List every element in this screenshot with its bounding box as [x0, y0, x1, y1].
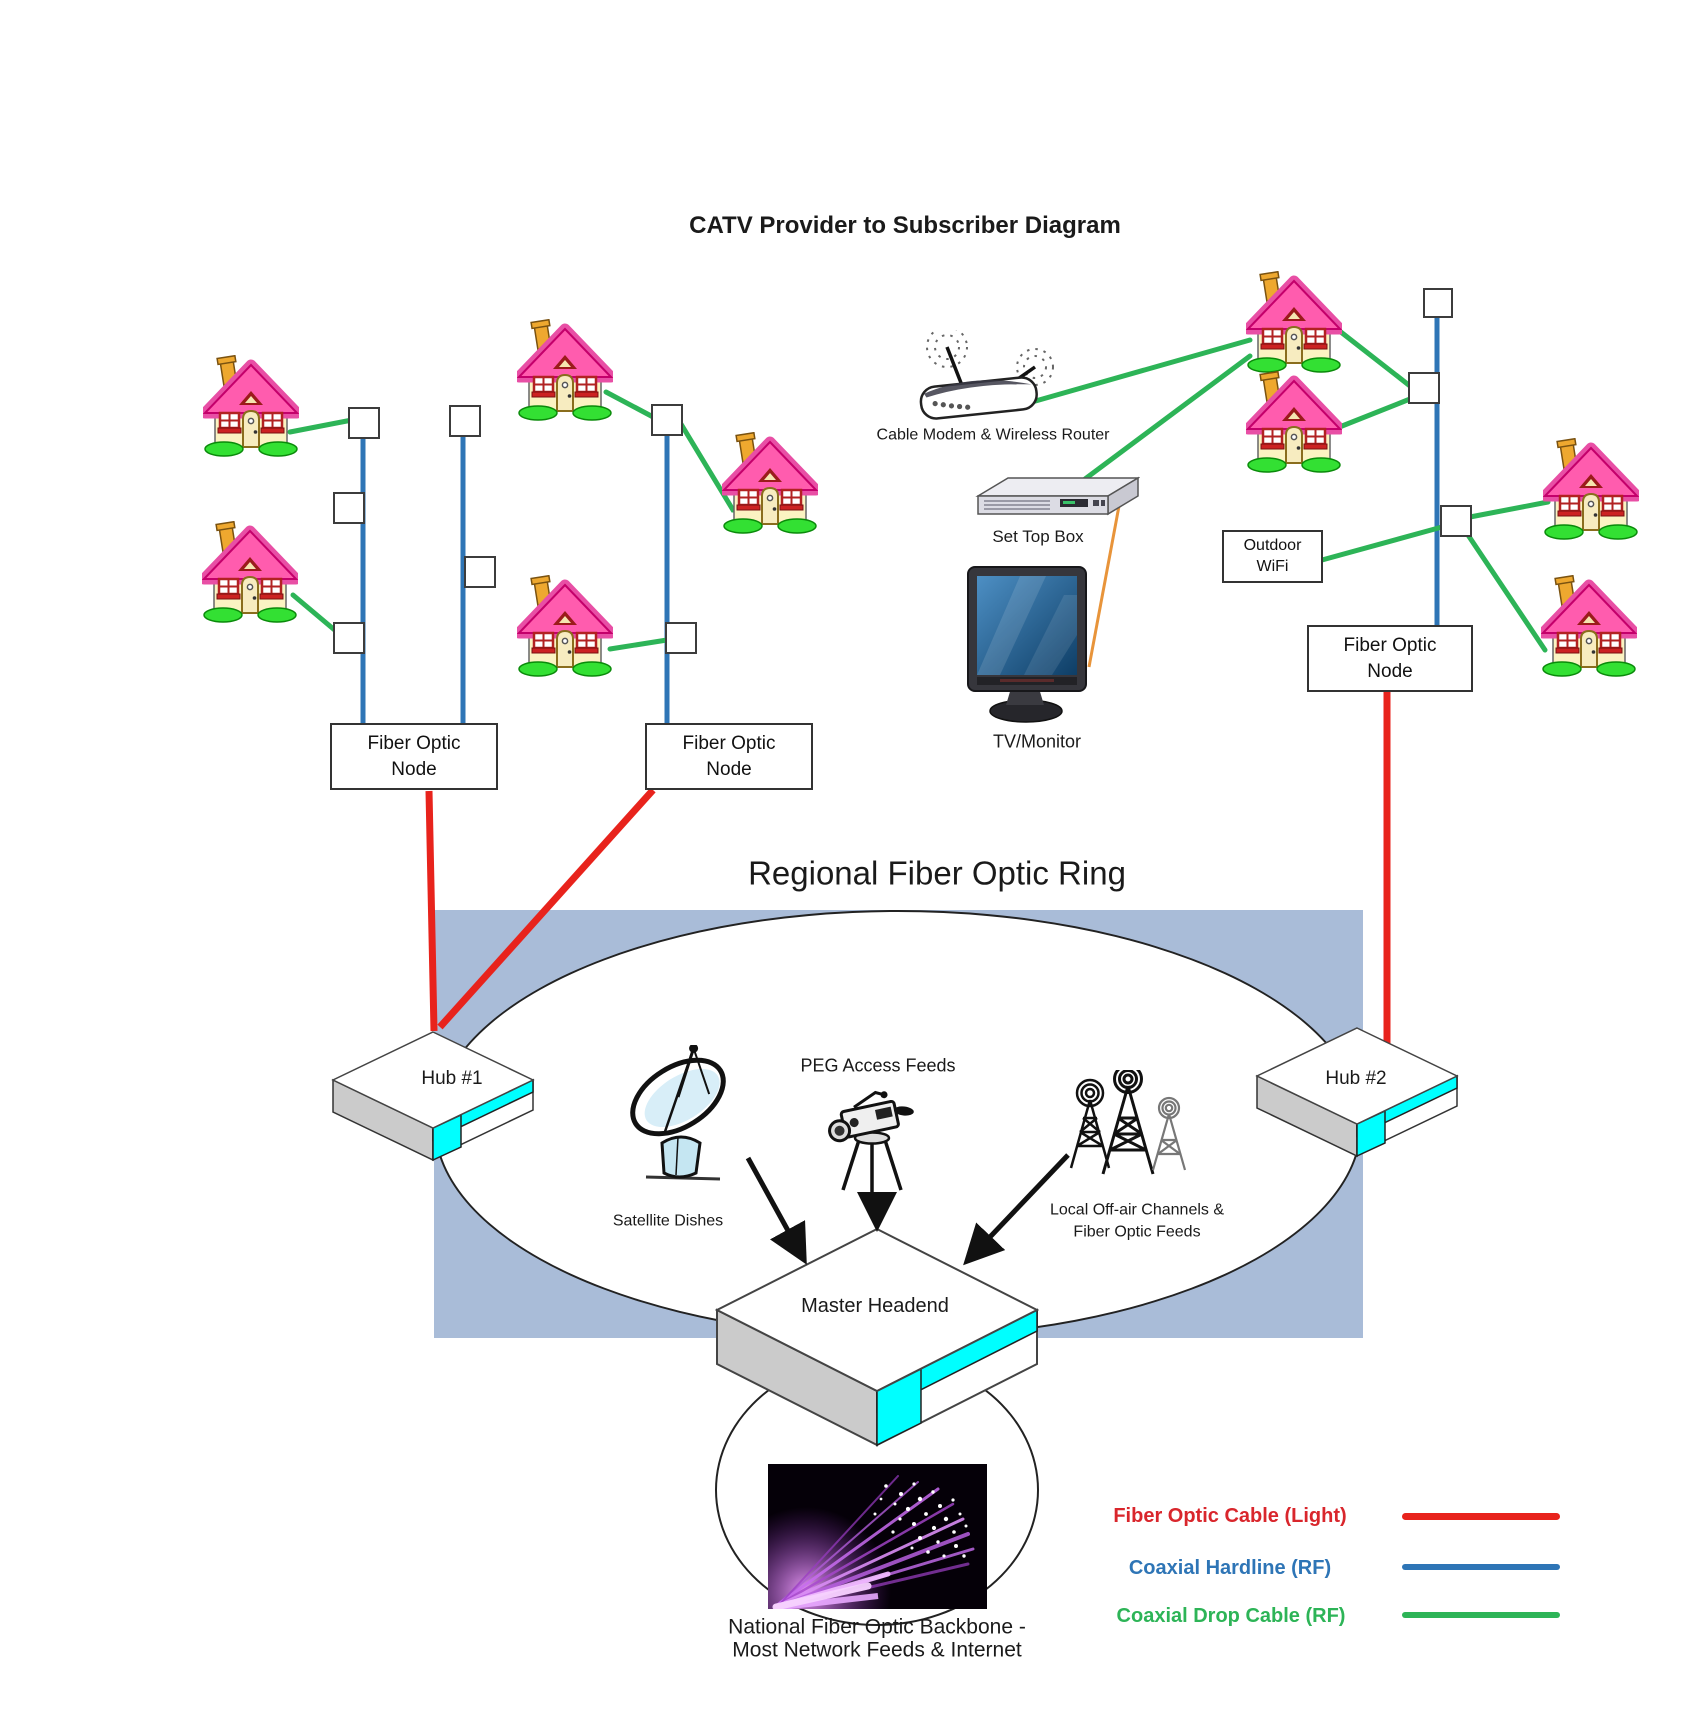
- backbone-caption-2: Most Network Feeds & Internet: [732, 1638, 1022, 1662]
- legend-drop-swatch: [1402, 1612, 1560, 1618]
- outdoor-wifi-box: Outdoor WiFi: [1222, 530, 1323, 583]
- hub2-label: Hub #2: [1325, 1067, 1387, 1089]
- local-channels-label-1: Local Off-air Channels &: [1049, 1201, 1225, 1219]
- outdoor-wifi-label: Outdoor: [1243, 536, 1302, 554]
- cable-modem-label: Cable Modem & Wireless Router: [876, 426, 1110, 444]
- fiber-node-label: Node: [1367, 660, 1413, 682]
- tap-box: [1408, 372, 1440, 404]
- cable-modem-router-icon: [919, 330, 1054, 420]
- fiber-node-label: Node: [706, 758, 752, 780]
- tap-box: [333, 492, 365, 524]
- fiber-optic-node-box: Fiber Optic Node: [330, 723, 498, 790]
- peg-access-label: PEG Access Feeds: [800, 1055, 956, 1076]
- tap-box: [665, 622, 697, 654]
- fiber-node-label: Fiber Optic: [367, 733, 461, 755]
- coaxial-hardline-lines: [360, 316, 1440, 723]
- set-top-box-icon: [975, 476, 1140, 516]
- broadcast-towers-icon: [1069, 1070, 1187, 1175]
- legend-fiber-label: Fiber Optic Cable (Light): [1113, 1505, 1347, 1528]
- hub1-label: Hub #1: [421, 1067, 483, 1089]
- legend-hardline-swatch: [1402, 1564, 1560, 1570]
- set-top-box-label: Set Top Box: [992, 526, 1084, 546]
- legend-fiber-swatch: [1402, 1513, 1560, 1520]
- fiber-node-label: Fiber Optic: [1343, 635, 1437, 657]
- tap-box: [449, 405, 481, 437]
- peg-camera-icon: [828, 1090, 914, 1192]
- backbone-caption-1: National Fiber Optic Backbone -: [728, 1615, 1026, 1639]
- coaxial-drop-lines: [287, 326, 1551, 653]
- tap-box: [1440, 505, 1472, 537]
- tv-monitor-label: TV/Monitor: [992, 731, 1082, 752]
- tap-box: [333, 622, 365, 654]
- outdoor-wifi-label: WiFi: [1256, 557, 1289, 575]
- tap-box: [1423, 288, 1453, 318]
- legend-drop-label: Coaxial Drop Cable (RF): [1116, 1605, 1346, 1628]
- fiber-optic-lines: [425, 692, 1391, 1047]
- fiber-optic-node-box: Fiber Optic Node: [1307, 625, 1473, 692]
- tap-box: [348, 407, 380, 439]
- tap-box: [464, 556, 496, 588]
- tap-box: [651, 404, 683, 436]
- fiber-node-label: Node: [391, 758, 437, 780]
- master-headend-icon: [715, 1227, 1039, 1447]
- ring-title: Regional Fiber Optic Ring: [748, 854, 1126, 892]
- tv-monitor-icon: [967, 566, 1087, 723]
- master-headend-label: Master Headend: [801, 1295, 949, 1318]
- local-channels-label-2: Fiber Optic Feeds: [1073, 1223, 1201, 1241]
- fiber-node-label: Fiber Optic: [682, 733, 776, 755]
- fiber-backbone-image: [768, 1464, 987, 1609]
- stb-tv-cable: [1087, 505, 1121, 668]
- fiber-optic-node-box: Fiber Optic Node: [645, 723, 813, 790]
- page-title: CATV Provider to Subscriber Diagram: [689, 211, 1121, 239]
- satellite-dishes-icon: [630, 1045, 726, 1181]
- satellite-dishes-label: Satellite Dishes: [612, 1212, 724, 1230]
- legend-hardline-label: Coaxial Hardline (RF): [1128, 1557, 1332, 1580]
